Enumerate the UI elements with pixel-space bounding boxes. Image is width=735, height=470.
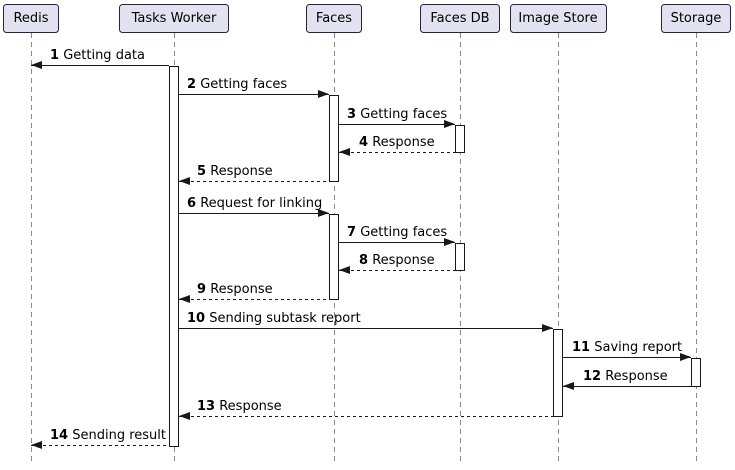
- message-arrow-1: [31, 65, 169, 67]
- message-arrow-5: [179, 181, 329, 183]
- arrowhead-13-icon: [179, 412, 190, 420]
- message-label-11: 11 Saving report: [572, 340, 682, 355]
- participant-box-image-store: Image Store: [509, 4, 607, 33]
- message-seq-number: 2: [187, 77, 197, 92]
- arrowhead-12-icon: [563, 382, 574, 390]
- lifeline-redis: [30, 33, 32, 462]
- message-text: Sending result: [72, 428, 166, 443]
- participant-box-tasks-worker: Tasks Worker: [119, 4, 229, 33]
- message-label-5: 5 Response: [197, 164, 273, 179]
- activation-bar-faces-db-4: [455, 243, 465, 271]
- arrowhead-5-icon: [179, 177, 190, 185]
- participant-box-storage: Storage: [661, 4, 731, 33]
- arrowhead-8-icon: [339, 266, 350, 274]
- message-label-3: 3 Getting faces: [347, 107, 447, 122]
- message-arrow-4: [339, 152, 455, 154]
- message-arrow-3: [339, 124, 455, 126]
- activation-bar-tasks-worker-0: [169, 66, 179, 447]
- arrowhead-7-icon: [444, 238, 455, 246]
- message-seq-number: 5: [197, 164, 207, 179]
- message-label-12: 12 Response: [583, 369, 668, 384]
- message-label-7: 7 Getting faces: [347, 225, 447, 240]
- message-label-1: 1 Getting data: [50, 48, 145, 63]
- message-arrow-7: [339, 242, 455, 244]
- message-seq-number: 11: [572, 340, 591, 355]
- message-arrow-2: [179, 94, 329, 96]
- lifeline-image-store: [557, 33, 559, 462]
- arrowhead-2-icon: [318, 90, 329, 98]
- message-text: Getting faces: [200, 77, 288, 92]
- message-label-8: 8 Response: [359, 253, 435, 268]
- message-seq-number: 7: [347, 225, 357, 240]
- message-seq-number: 13: [197, 399, 216, 414]
- message-text: Getting faces: [360, 107, 448, 122]
- message-label-2: 2 Getting faces: [187, 77, 287, 92]
- message-text: Getting data: [63, 48, 145, 63]
- message-text: Response: [605, 369, 668, 384]
- activation-bar-faces-1: [329, 95, 339, 182]
- message-seq-number: 6: [187, 196, 197, 211]
- arrowhead-4-icon: [339, 148, 350, 156]
- message-text: Response: [210, 282, 273, 297]
- message-seq-number: 9: [197, 282, 207, 297]
- activation-bar-image-store-5: [553, 329, 563, 417]
- message-text: Response: [372, 253, 435, 268]
- message-arrow-8: [339, 270, 455, 272]
- arrowhead-9-icon: [179, 295, 190, 303]
- lifeline-storage: [695, 33, 697, 462]
- arrowhead-10-icon: [542, 324, 553, 332]
- message-seq-number: 10: [187, 311, 206, 326]
- message-text: Saving report: [594, 340, 683, 355]
- message-arrow-12: [563, 386, 691, 388]
- message-text: Sending subtask report: [209, 311, 361, 326]
- participant-box-redis: Redis: [3, 4, 59, 33]
- message-label-6: 6 Request for linking: [187, 196, 322, 211]
- message-arrow-14: [31, 445, 169, 447]
- message-text: Response: [210, 164, 273, 179]
- message-label-4: 4 Response: [359, 135, 435, 150]
- activation-bar-faces-2: [329, 214, 339, 300]
- message-seq-number: 12: [583, 369, 602, 384]
- message-arrow-6: [179, 213, 329, 215]
- activation-bar-storage-6: [691, 358, 701, 387]
- arrowhead-3-icon: [444, 120, 455, 128]
- arrowhead-1-icon: [31, 61, 42, 69]
- message-text: Request for linking: [200, 196, 323, 211]
- participant-box-faces: Faces: [306, 4, 362, 33]
- message-seq-number: 4: [359, 135, 369, 150]
- message-seq-number: 1: [50, 48, 60, 63]
- message-arrow-9: [179, 299, 329, 301]
- arrowhead-14-icon: [31, 441, 42, 449]
- message-seq-number: 8: [359, 253, 369, 268]
- message-arrow-13: [179, 416, 553, 418]
- message-seq-number: 14: [50, 428, 69, 443]
- message-label-14: 14 Sending result: [50, 428, 166, 443]
- message-seq-number: 3: [347, 107, 357, 122]
- message-text: Response: [219, 399, 282, 414]
- message-label-10: 10 Sending subtask report: [187, 311, 361, 326]
- arrowhead-11-icon: [680, 353, 691, 361]
- message-text: Response: [372, 135, 435, 150]
- activation-bar-faces-db-3: [455, 125, 465, 153]
- message-text: Getting faces: [360, 225, 448, 240]
- participant-box-faces-db: Faces DB: [420, 4, 500, 33]
- message-arrow-11: [563, 357, 691, 359]
- message-label-13: 13 Response: [197, 399, 282, 414]
- message-arrow-10: [179, 328, 553, 330]
- arrowhead-6-icon: [318, 209, 329, 217]
- message-label-9: 9 Response: [197, 282, 273, 297]
